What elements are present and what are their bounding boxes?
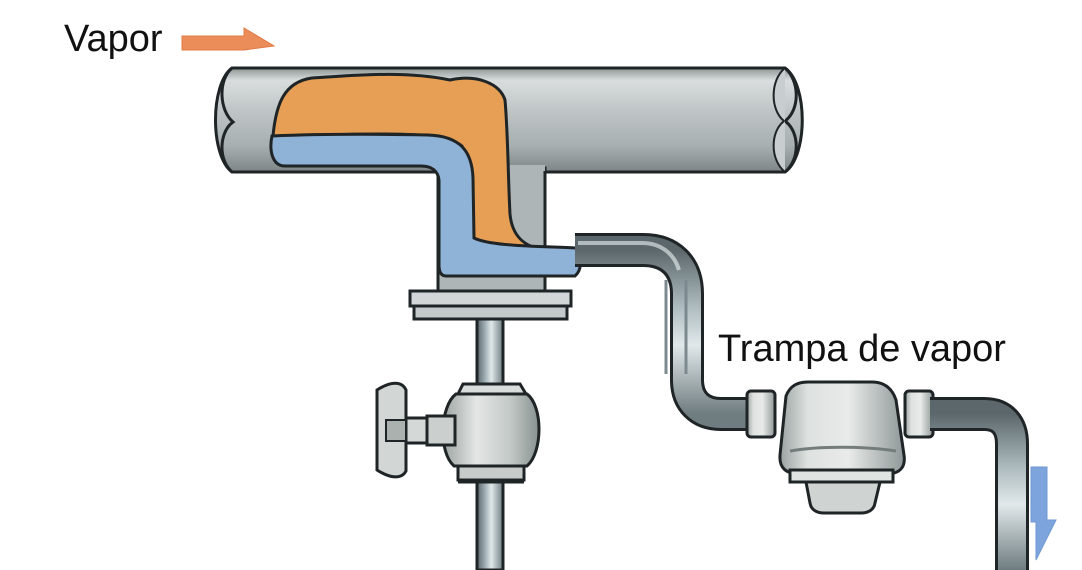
steam-trap-body (745, 380, 935, 515)
blowdown-valve (390, 382, 541, 484)
valve-handwheel-icon (375, 381, 408, 479)
trap-inlet-pipe (575, 233, 756, 431)
steam-trap-label: Trampa de vapor (718, 328, 1006, 370)
vapor-label: Vapor (64, 18, 163, 60)
drain-flow-arrow-icon (1030, 466, 1057, 561)
trap-outlet-pipe (930, 397, 1029, 570)
vapor-flow-arrow-icon (181, 27, 276, 51)
condensate-flow (269, 72, 582, 278)
pipe-flange (408, 289, 573, 321)
